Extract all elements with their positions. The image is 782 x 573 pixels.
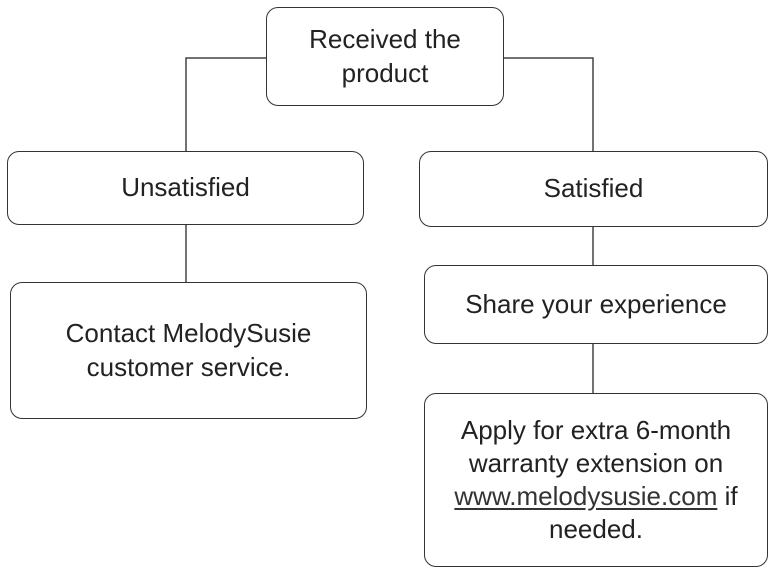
website-link[interactable]: www.melodysusie.com: [454, 481, 718, 511]
node-text-line: Satisfied: [543, 173, 644, 204]
node-text-line: Unsatisfied: [121, 172, 250, 203]
node-text-line: product: [341, 57, 429, 88]
link-suffix: if: [717, 481, 738, 511]
node-satisfied: Satisfied: [419, 151, 768, 227]
node-text-line: Contact MelodySusie: [65, 318, 312, 349]
node-text-line: Share your experience: [465, 288, 727, 319]
node-text-line: Apply for extra 6-month: [460, 414, 732, 445]
node-text-line: customer service.: [86, 351, 291, 382]
node-unsatisfied: Unsatisfied: [7, 151, 364, 225]
node-share-experience: Share your experience: [424, 265, 768, 344]
node-apply-warranty-extension: Apply for extra 6-month warranty extensi…: [424, 393, 768, 567]
node-text-line: needed.: [549, 514, 643, 545]
node-text-line: warranty extension on: [468, 447, 724, 478]
node-contact-customer-service: Contact MelodySusie customer service.: [10, 282, 367, 419]
node-received-product: Received the product: [266, 7, 504, 106]
connector-root-to-unsatisfied: [185, 57, 266, 151]
node-text-line-with-link: www.melodysusie.com if: [454, 480, 737, 513]
node-text-line: Received the: [309, 24, 461, 55]
connector-root-to-satisfied: [504, 57, 594, 151]
